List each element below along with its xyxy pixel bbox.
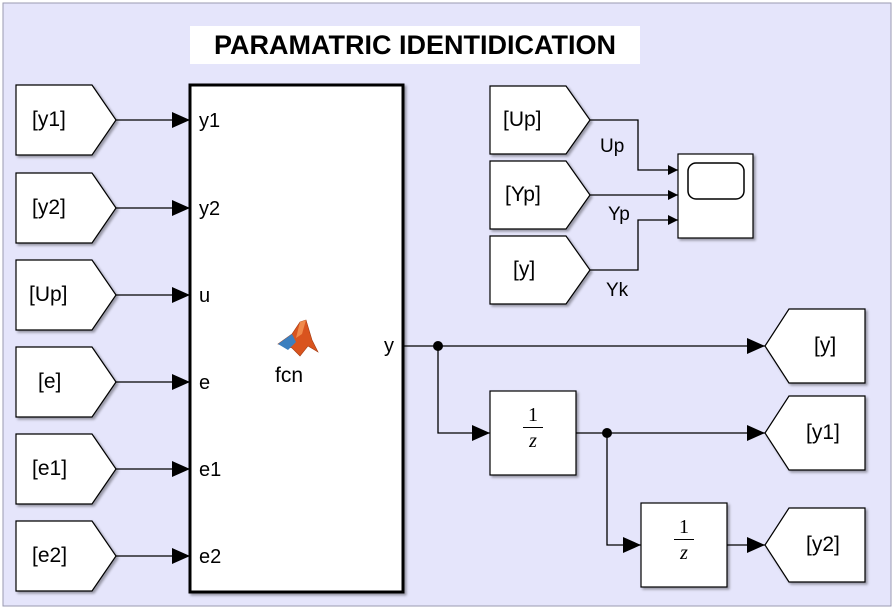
input-port-label: y1: [199, 110, 221, 132]
from-block-y1[interactable]: [15, 84, 117, 156]
branch-point-2: [602, 428, 612, 438]
unit-delay-block-1[interactable]: [489, 390, 577, 476]
scope-block[interactable]: [677, 153, 754, 239]
scope-from-block-up[interactable]: [489, 85, 591, 155]
goto-tag-label: [y1]: [806, 421, 840, 444]
from-tag-label: [e1]: [32, 457, 68, 480]
branch-point-1: [433, 341, 443, 351]
unit-delay-transfer-function: 1 z: [674, 517, 694, 563]
from-block-y2[interactable]: [15, 172, 117, 244]
from-tag-label: [e2]: [32, 544, 68, 567]
input-port-label: y2: [199, 198, 221, 220]
scope-from-block-yp[interactable]: [489, 160, 591, 230]
delay-denominator: z: [680, 542, 688, 564]
goto-block-y[interactable]: [764, 308, 866, 384]
scope-signal-lines[interactable]: [590, 119, 678, 271]
input-port-label: e: [199, 372, 211, 394]
signal-label: Yk: [606, 280, 629, 301]
fraction-bar: [674, 539, 694, 540]
unit-delay-block-2[interactable]: [640, 502, 728, 588]
from-tag-label: [y2]: [32, 196, 66, 219]
delay-numerator: 1: [679, 516, 689, 538]
from-block-e[interactable]: [15, 346, 117, 418]
input-port-label: u: [199, 285, 211, 307]
scope-from-tag-label: [y]: [513, 258, 536, 281]
function-block-name: fcn: [275, 364, 304, 387]
input-signal-lines[interactable]: [116, 112, 190, 564]
from-block-up[interactable]: [15, 259, 117, 331]
goto-tag-label: [y2]: [806, 533, 840, 556]
delay-numerator: 1: [528, 404, 538, 426]
matlab-logo-icon: [277, 319, 319, 357]
from-tag-label: [y1]: [32, 108, 66, 131]
signal-label: Yp: [608, 204, 630, 225]
delay-denominator: z: [529, 430, 537, 452]
goto-tag-label: [y]: [814, 334, 837, 357]
input-port-label: e2: [199, 546, 222, 568]
from-tag-label: [e]: [38, 370, 62, 393]
from-tag-label: [Up]: [29, 283, 68, 306]
scope-from-tag-label: [Yp]: [505, 183, 541, 206]
from-block-e1[interactable]: [15, 433, 117, 505]
scope-icon: [687, 162, 745, 200]
signal-label: Up: [600, 136, 625, 157]
unit-delay-transfer-function: 1 z: [523, 405, 543, 451]
scope-from-block-y[interactable]: [489, 235, 591, 305]
scope-from-tag-label: [Up]: [503, 108, 542, 131]
output-port-label: y: [384, 335, 394, 357]
input-port-label: e1: [199, 459, 222, 481]
diagram-title: PARAMATRIC IDENTIDICATION: [190, 26, 640, 64]
fraction-bar: [523, 427, 543, 428]
goto-block-y2[interactable]: [764, 507, 866, 583]
from-block-e2[interactable]: [15, 520, 117, 592]
goto-block-y1[interactable]: [764, 395, 866, 471]
